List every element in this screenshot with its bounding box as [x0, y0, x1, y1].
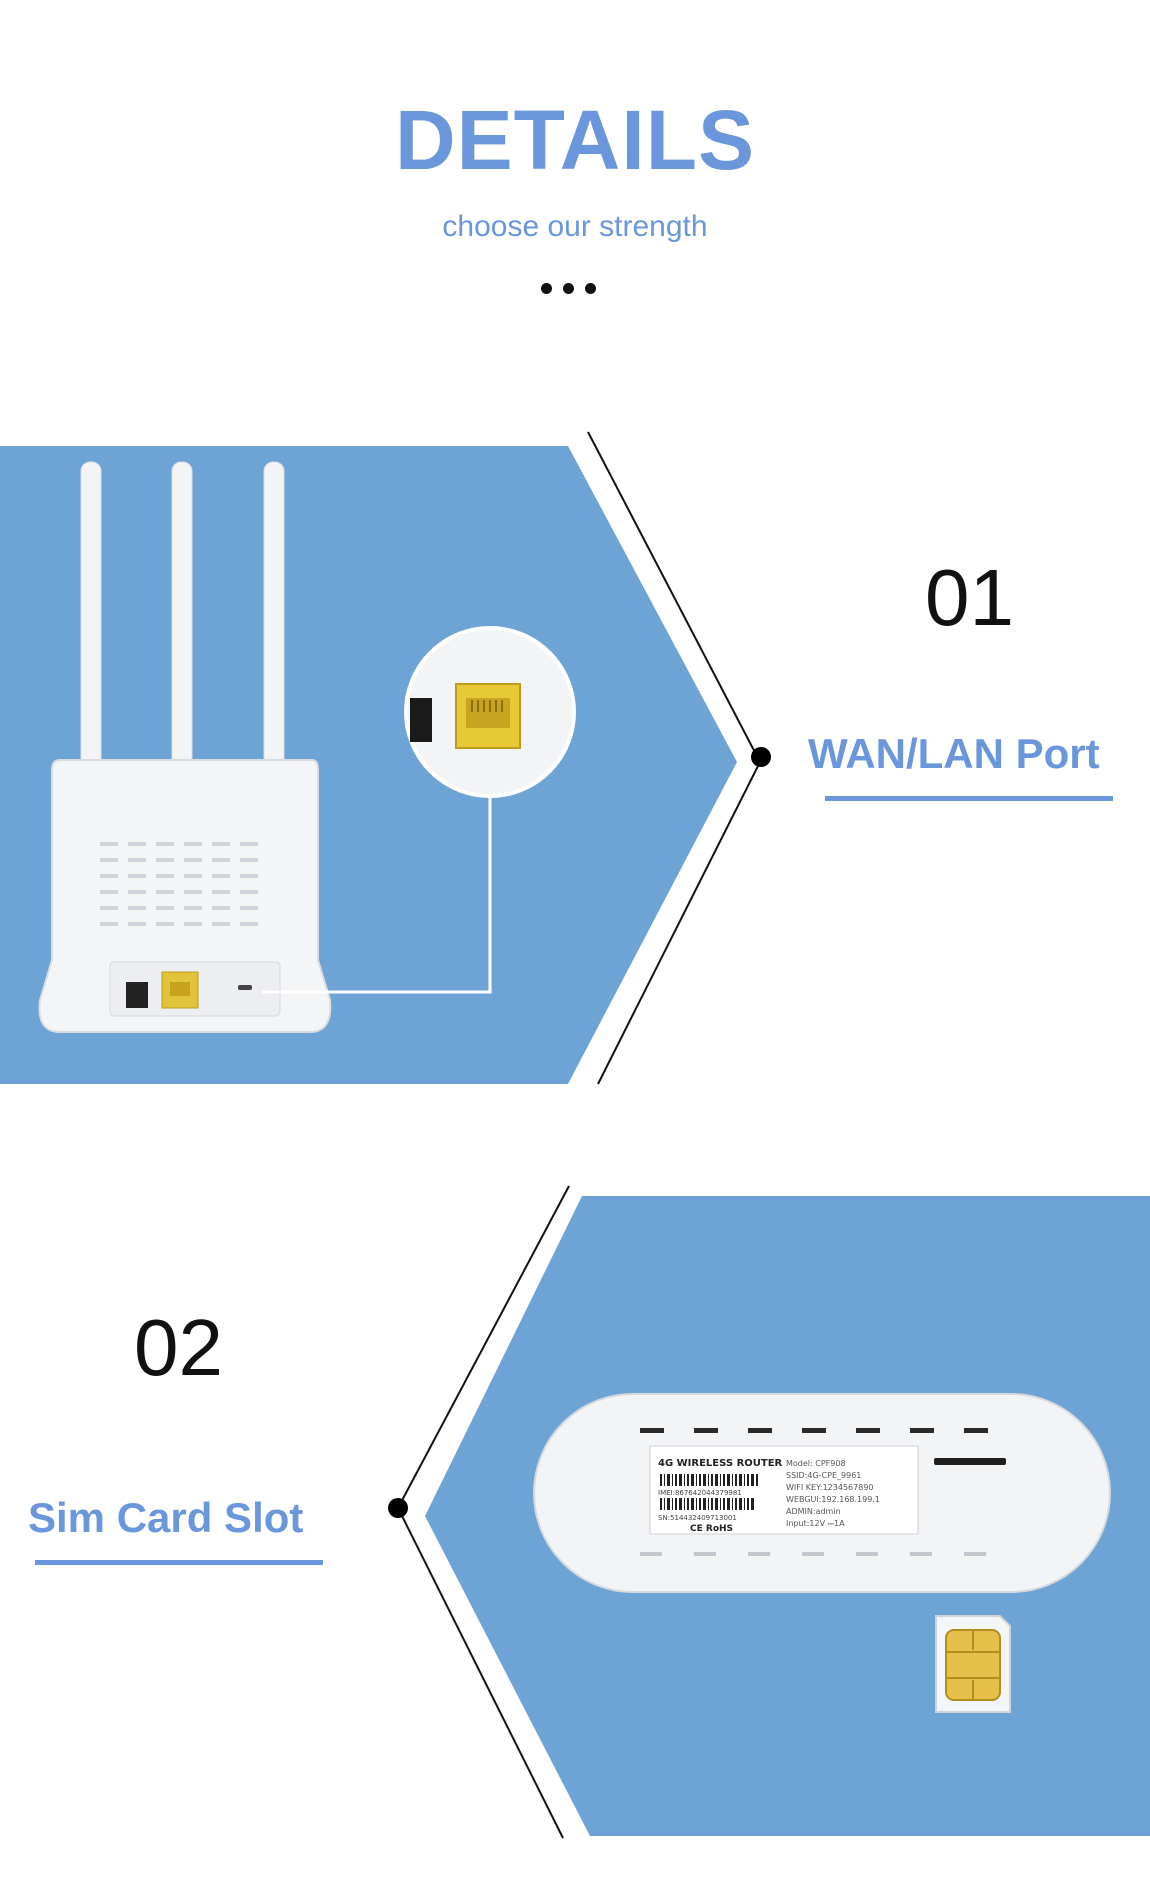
- feature-2-bracket-bottom: [397, 1507, 564, 1839]
- feature-1-number: 01: [925, 553, 1014, 642]
- sticker-brand: 4G WIRELESS ROUTER: [658, 1458, 783, 1469]
- zoom-connector-line: [262, 792, 492, 994]
- sticker-marks: CE RoHS: [690, 1524, 733, 1534]
- feature-1-bracket-bottom: [597, 761, 761, 1085]
- feature-2-number: 02: [134, 1303, 223, 1392]
- ellipsis-icon: [541, 281, 611, 294]
- page-title: DETAILS: [394, 93, 756, 187]
- feature-2-underline: [35, 1560, 323, 1565]
- feature-1-label: WAN/LAN Port: [808, 730, 1100, 777]
- feature-2-bracket-top: [397, 1185, 570, 1509]
- sticker-model: Model: CPF908: [786, 1459, 846, 1468]
- feature-1-underline: [825, 796, 1113, 801]
- router-bottom-image: 4G WIRELESS ROUTER IMEI:867642044379981 …: [533, 1393, 1111, 1593]
- feature-2-label: Sim Card Slot: [28, 1494, 304, 1541]
- sim-card-image: [935, 1615, 1011, 1713]
- feature-2-bullet-icon: [388, 1498, 408, 1518]
- sim-slot-icon: [934, 1458, 1006, 1465]
- sticker-ssid: SSID:4G-CPE_9961: [786, 1471, 861, 1480]
- sticker-admin: ADMIN:admin: [786, 1507, 841, 1516]
- sticker-input: Input:12V ⎓1A: [786, 1519, 845, 1528]
- port-zoom-image: [404, 626, 576, 798]
- page-subtitle: choose our strength: [442, 210, 708, 243]
- feature-1-bracket-top: [587, 431, 761, 763]
- feature-1-bullet-icon: [751, 747, 771, 767]
- sticker-sn: SN:514432409713001: [658, 1514, 737, 1522]
- sticker-wifi-key: WIFI KEY:1234567890: [786, 1483, 874, 1492]
- router-back-image: [38, 461, 332, 1033]
- sticker-imei: IMEI:867642044379981: [658, 1489, 742, 1497]
- sticker-webgui: WEBGUI:192.168.199.1: [786, 1495, 880, 1504]
